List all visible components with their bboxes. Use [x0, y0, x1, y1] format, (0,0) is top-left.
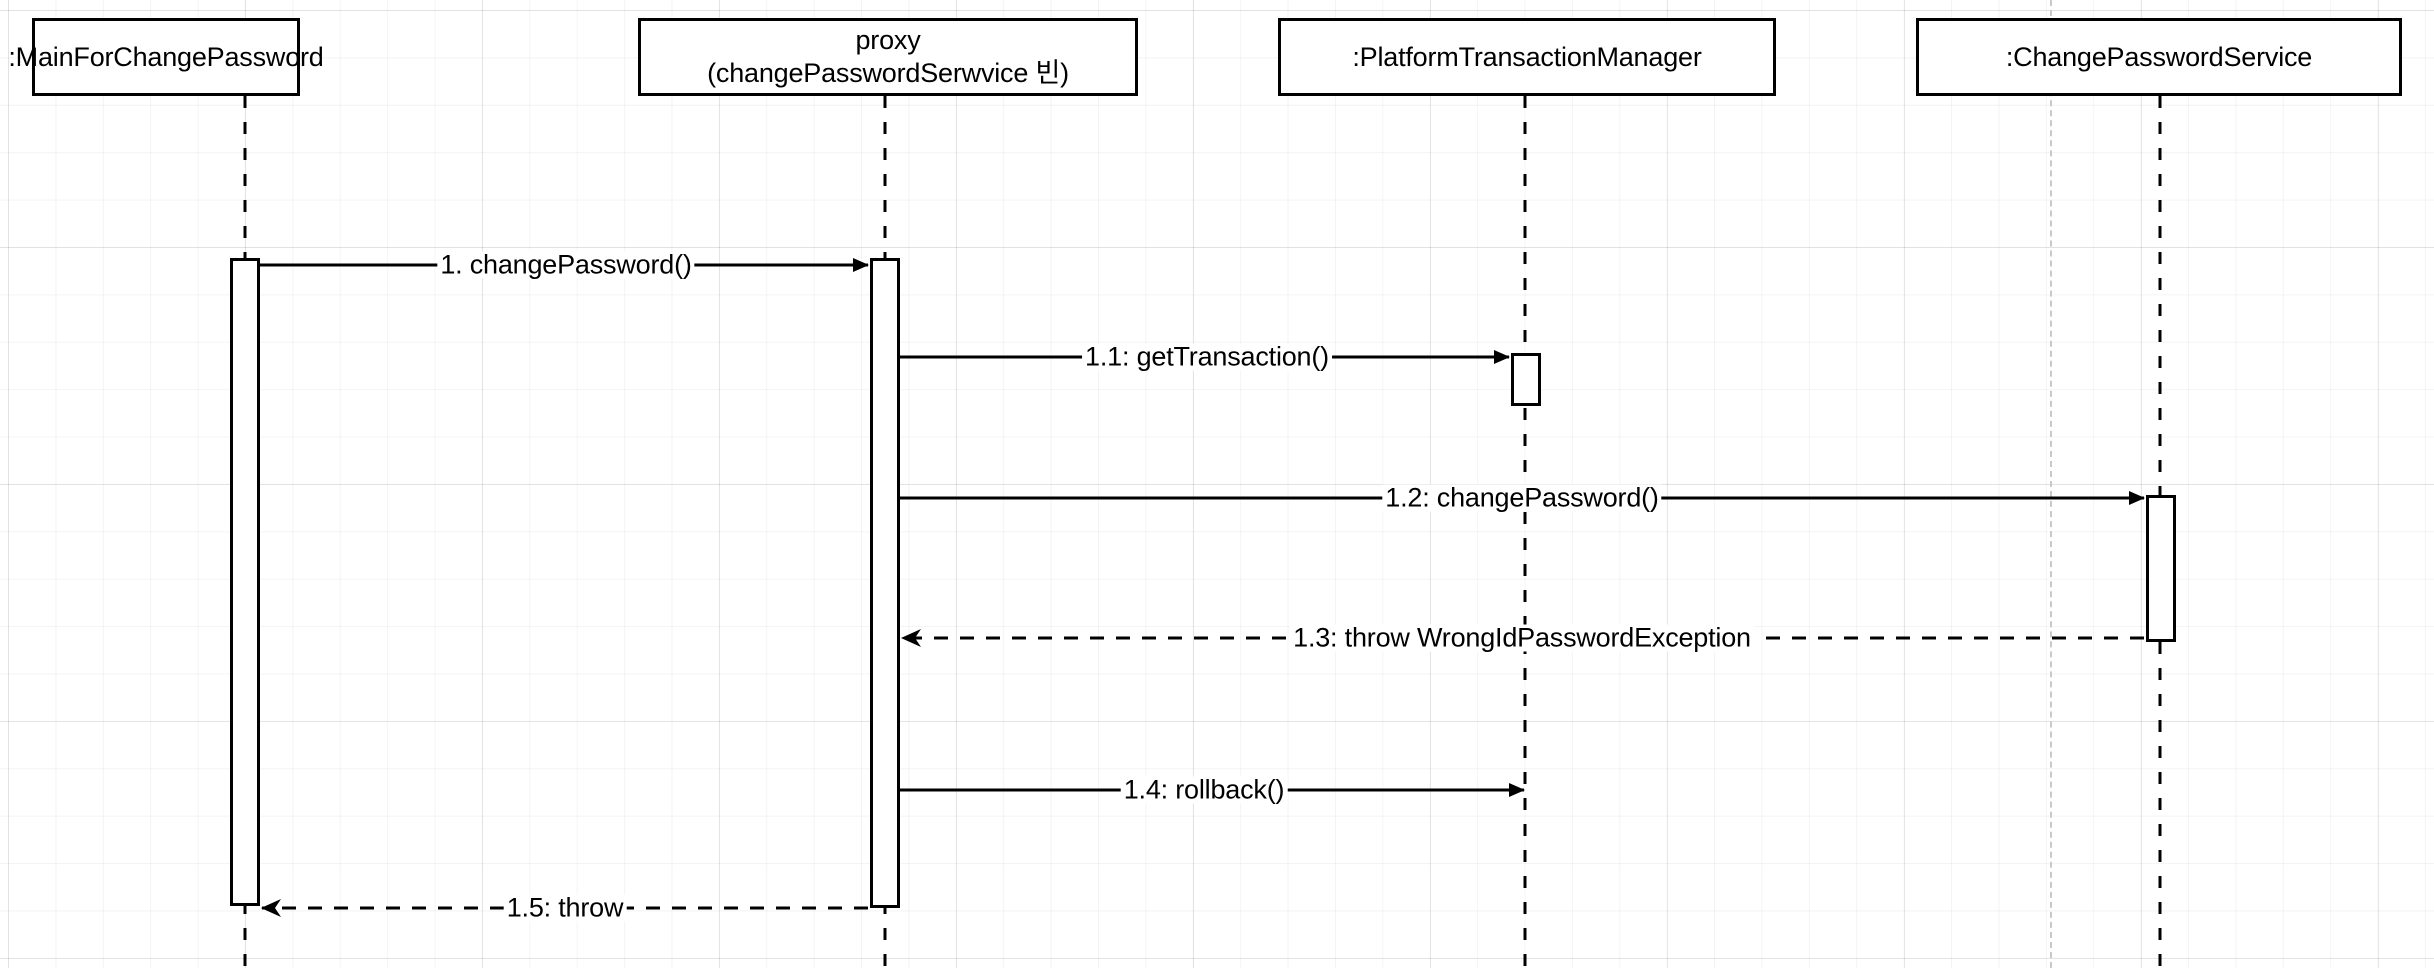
message-label-1.1[interactable]: 1.1: getTransaction() [1082, 343, 1332, 371]
activation-bar-ptm[interactable] [1511, 353, 1541, 406]
participant-box-cps[interactable]: :ChangePasswordService [1916, 18, 2402, 96]
lifelines-group [243, 96, 2162, 968]
participant-box-main[interactable]: :MainForChangePassword [8, 18, 324, 96]
activation-bar-main[interactable] [230, 258, 260, 906]
participant-label: :MainForChangePassword [8, 41, 324, 72]
participant-label: :ChangePasswordService [2005, 41, 2313, 72]
participant-label: :PlatformTransactionManager [1352, 41, 1702, 72]
activation-bar-cps[interactable] [2146, 495, 2176, 642]
participant-box-proxy[interactable]: proxy (changePasswordSerwvice 빈) [638, 18, 1138, 96]
page-break-guide [2050, 0, 2052, 968]
message-label-1.2[interactable]: 1.2: changePassword() [1382, 484, 1662, 512]
message-label-1.4[interactable]: 1.4: rollback() [1120, 776, 1288, 804]
message-label-1.5[interactable]: 1.5: throw [503, 894, 627, 922]
participant-label: proxy (changePasswordSerwvice 빈) [707, 25, 1069, 88]
message-label-1[interactable]: 1. changePassword() [437, 251, 695, 279]
message-label-1.3[interactable]: 1.3: throw WrongIdPasswordException [1290, 624, 1754, 652]
activation-bar-proxy[interactable] [870, 258, 900, 908]
participant-box-ptm[interactable]: :PlatformTransactionManager [1278, 18, 1776, 96]
